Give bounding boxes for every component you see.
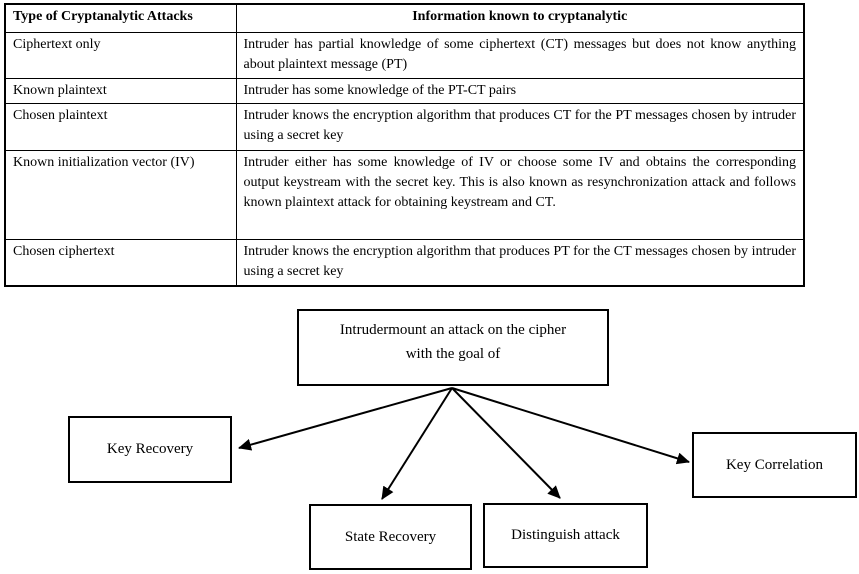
arrow-to-distinguish-attack [451,387,561,499]
attack-type-cell: Chosen plaintext [4,102,237,151]
arrow-to-key-correlation [451,387,690,465]
information-cell: Intruder knows the encryption algorithm … [235,238,805,287]
diagram-root-node: Intrudermount an attack on the cipher wi… [297,309,609,386]
attack-type-cell: Ciphertext only [4,31,237,79]
node-label: Key Correlation [725,456,824,473]
attack-type-cell: Known plaintext [4,77,237,104]
table-row: Known plaintext Intruder has some knowle… [4,77,805,104]
diagram-node-distinguish-attack: Distinguish attack [483,503,648,568]
information-cell: Intruder has partial knowledge of some c… [235,31,805,79]
diagram-root-line2: with the goal of [405,346,501,362]
node-label: Distinguish attack [511,527,620,543]
diagram-node-state-recovery: State Recovery [309,504,472,570]
attack-type-cell: Chosen ciphertext [4,238,237,287]
table-row: Chosen ciphertext Intruder knows the enc… [4,238,805,287]
diagram-root-line1: Intrudermount an attack on the cipher [339,322,567,338]
table-header-row: Type of Cryptanalytic Attacks Informatio… [4,3,805,33]
arrow-to-key-recovery [238,387,453,451]
column-header-attack-type: Type of Cryptanalytic Attacks [4,3,237,33]
information-cell: Intruder either has some knowledge of IV… [235,149,805,240]
diagram-node-key-correlation: Key Correlation [692,432,857,498]
table-row: Ciphertext only Intruder has partial kno… [4,31,805,79]
cryptanalytic-attacks-table: Type of Cryptanalytic Attacks Informatio… [4,3,805,287]
attack-type-cell: Known initialization vector (IV) [4,149,237,240]
arrow-to-state-recovery [381,387,453,500]
node-label: State Recovery [344,528,437,545]
node-label: Key Recovery [106,441,194,457]
information-cell: Intruder has some knowledge of the PT-CT… [235,77,805,104]
column-header-information: Information known to cryptanalytic [235,3,805,33]
table-row: Chosen plaintext Intruder knows the encr… [4,102,805,151]
diagram-node-key-recovery: Key Recovery [68,416,232,483]
table-row: Known initialization vector (IV) Intrude… [4,149,805,240]
information-cell: Intruder knows the encryption algorithm … [235,102,805,151]
